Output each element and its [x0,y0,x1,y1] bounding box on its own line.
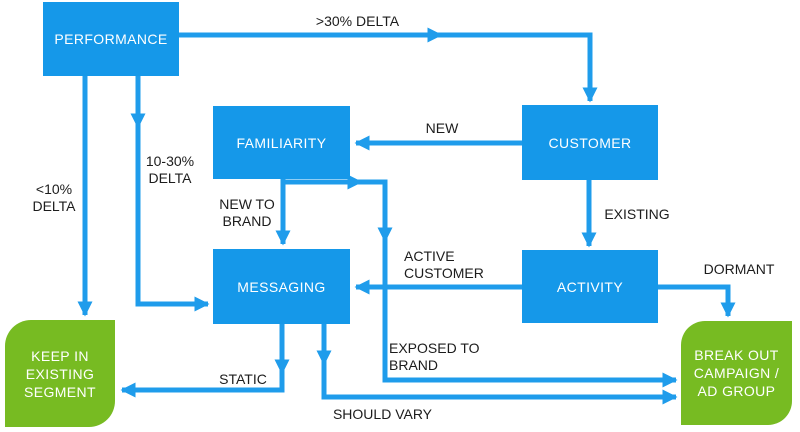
connector-10-30-delta [135,76,210,312]
node-messaging: MESSAGING [213,249,350,324]
edge-label-active-customer: ACTIVE CUSTOMER [404,248,484,281]
connector-dormant [658,284,736,318]
node-activity: ACTIVITY [522,250,658,323]
edge-label-new-to-brand: NEW TO BRAND [219,196,275,229]
node-keep-in-existing-segment: KEEP IN EXISTING SEGMENT [5,320,115,427]
edge-label-existing: EXISTING [604,206,670,222]
edge-label-dormant: DORMANT [703,261,775,277]
connector-static [120,324,285,398]
edge-label-should-vary: SHOULD VARY [332,406,433,422]
edge-label-gt30-delta: >30% DELTA [315,13,400,29]
edge-label-static: STATIC [219,371,267,387]
edge-label-new: NEW [425,120,459,136]
node-break-out-campaign-ad-group: BREAK OUT CAMPAIGN / AD GROUP [681,321,792,425]
connector-exposed-to-brand [283,179,678,388]
edge-label-10-30-delta: 10-30% DELTA [145,153,195,186]
connector-gt30-delta [179,32,598,103]
connector-should-vary [321,324,678,405]
edge-label-exposed-to-brand: EXPOSED TO BRAND [389,340,480,373]
edge-label-lt10-delta: <10% DELTA [32,181,76,214]
node-customer: CUSTOMER [522,105,658,180]
node-performance: PERFORMANCE [43,2,179,76]
node-familiarity: FAMILIARITY [213,106,350,179]
